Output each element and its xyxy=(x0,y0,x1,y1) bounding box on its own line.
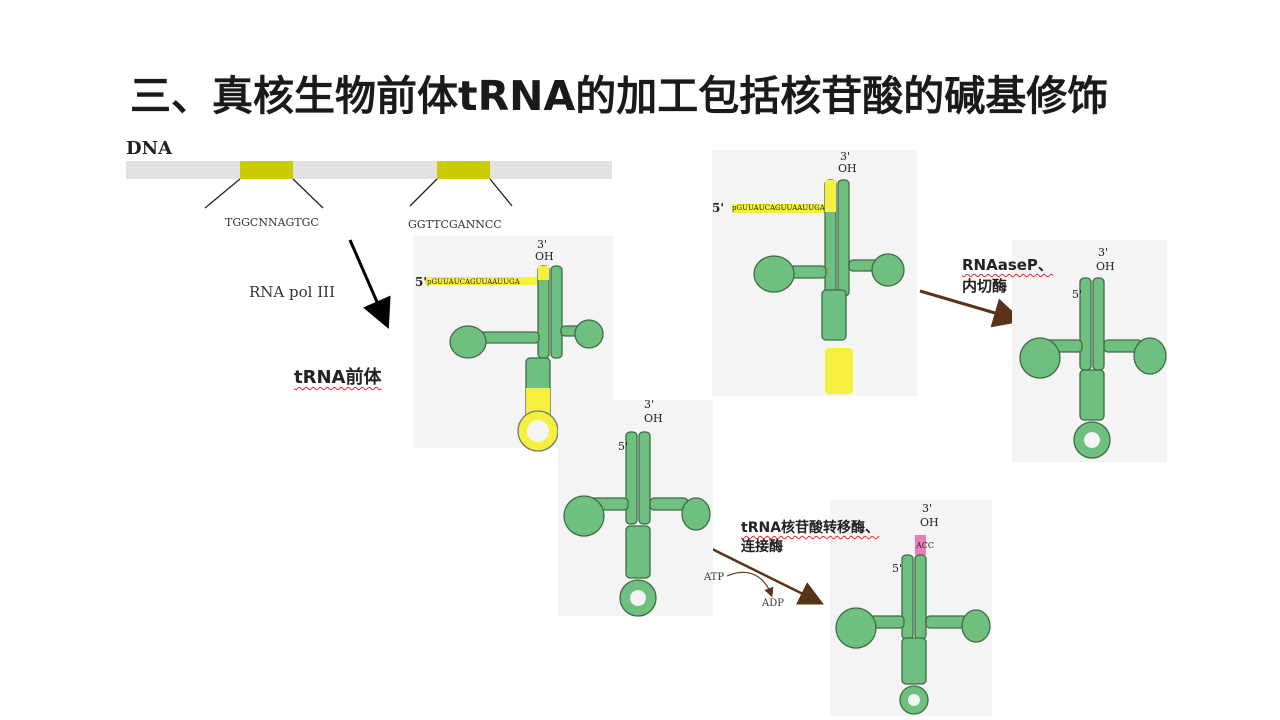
trna-precursor: 5' pGUUAUCAGUUAAUUGA 3' OH xyxy=(413,236,613,452)
transferase-label-line2: 连接酶 xyxy=(741,539,783,555)
rna-pol-label: RNA pol III xyxy=(249,283,335,301)
three-prime-label: 3' xyxy=(537,238,547,251)
adp-label: ADP xyxy=(762,598,784,609)
box-a-sequence: TGGCNNAGTGC xyxy=(225,216,319,229)
five-prime-label: 5' xyxy=(618,440,628,453)
atp-label: ATP xyxy=(704,572,725,583)
three-prime-label: 3' xyxy=(1098,246,1108,259)
three-prime-label: 3' xyxy=(644,398,654,411)
five-prime-label: 5' xyxy=(1072,288,1082,301)
box-b-region xyxy=(437,161,490,179)
five-prime-label: 5' xyxy=(892,562,902,575)
transferase-label-line1: tRNA核苷酸转移酶、 xyxy=(741,520,880,536)
box-a-region xyxy=(240,161,293,179)
leader-sequence: pGUUAUCAGUUAAUUGA xyxy=(732,204,826,212)
cca-tail: ACC xyxy=(915,541,934,550)
three-prime-label: 3' xyxy=(922,502,932,515)
leader-sequence: pGUUAUCAGUUAAUUGA xyxy=(427,278,521,286)
three-prime-label: 3' xyxy=(840,150,850,163)
rnase-label-line1: RNAaseP、 xyxy=(962,256,1053,274)
page-title: 三、真核生物前体tRNA的加工包括核苷酸的碱基修饰 xyxy=(130,72,1109,120)
trna-mature: 3' OH ACC 5' xyxy=(830,500,992,716)
dna-strand xyxy=(126,161,612,179)
atp-adp-curve xyxy=(726,571,774,598)
oh-label: OH xyxy=(535,250,554,263)
trna-intermediate: 3' OH 5' xyxy=(558,398,713,617)
box-b-sequence: GGTTCGANNCC xyxy=(408,218,502,231)
oh-label: OH xyxy=(920,516,939,529)
dna-label: DNA xyxy=(126,138,173,159)
five-prime-label: 5' xyxy=(712,201,724,215)
precursor-label: tRNA前体 xyxy=(294,367,382,388)
trna-trimmed: 3' OH 5' xyxy=(1012,240,1167,462)
ligase-arrow xyxy=(699,541,824,605)
oh-label: OH xyxy=(838,162,857,175)
transcription-arrow xyxy=(348,239,391,330)
oh-label: OH xyxy=(644,412,663,425)
oh-label: OH xyxy=(1096,260,1115,273)
trna-processing: 5' pGUUAUCAGUUAAUUGA 3' OH xyxy=(712,150,917,396)
five-prime-label: 5' xyxy=(415,275,427,289)
rnase-label-line2: 内切酶 xyxy=(962,277,1008,295)
rnase-arrow xyxy=(919,289,1024,328)
